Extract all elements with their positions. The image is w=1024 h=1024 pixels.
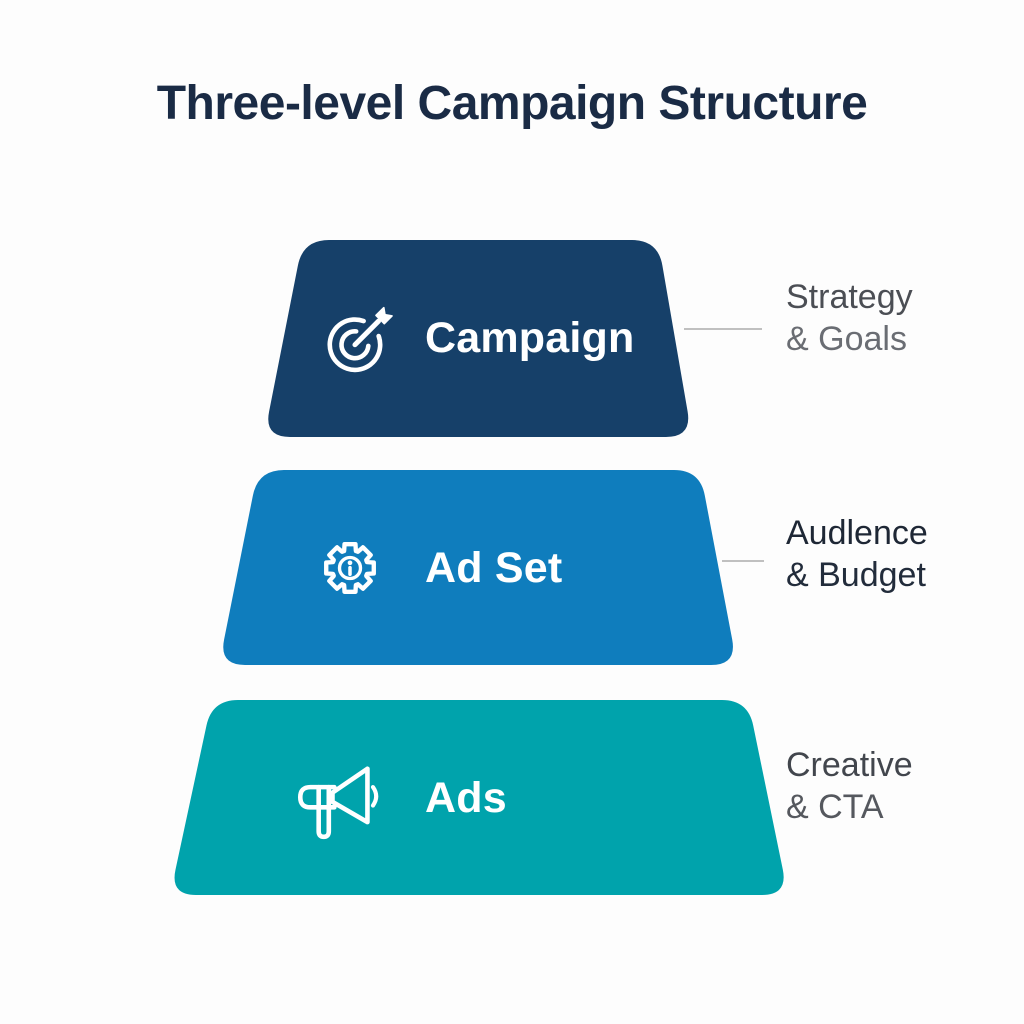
side-note-line: & Goals [786, 320, 907, 358]
side-note-ads: Creative & CTA [786, 744, 913, 828]
gear-info-icon [324, 542, 376, 594]
side-note-line: & Budget [786, 556, 926, 594]
side-note-line: Audlence [786, 514, 928, 552]
campaign-level-shape [268, 240, 689, 437]
ad-set-level-shape [223, 470, 733, 665]
side-note-line: Creative [786, 746, 913, 784]
ads-level-shape [174, 700, 784, 895]
side-note-line: & CTA [786, 788, 884, 826]
side-note-line: Strategy [786, 278, 913, 316]
megaphone-icon [297, 766, 379, 840]
side-note-ad-set: Audlence & Budget [786, 512, 928, 596]
level-label-ad-set: Ad Set [425, 544, 563, 592]
target-arrow-icon [327, 306, 393, 373]
level-label-campaign: Campaign [425, 314, 635, 362]
level-label-ads: Ads [425, 774, 507, 822]
side-note-campaign: Strategy & Goals [786, 276, 913, 360]
page-title: Three-level Campaign Structure [156, 77, 868, 130]
